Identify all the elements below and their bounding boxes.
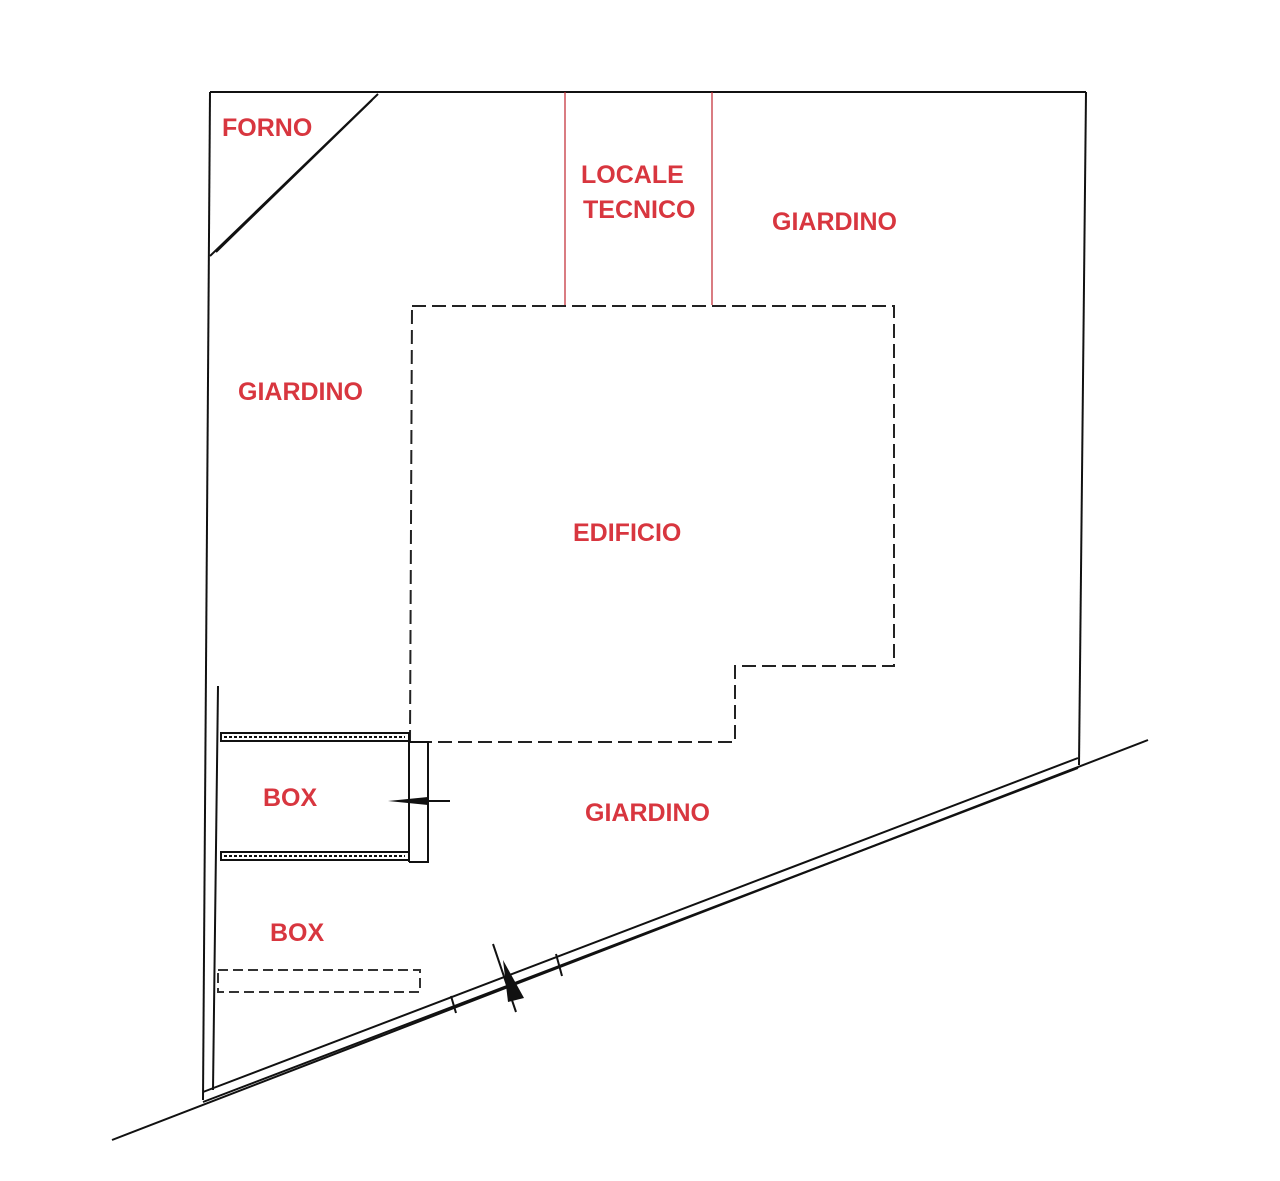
- street-line: [111, 739, 1149, 1141]
- label-box-2: BOX: [270, 919, 325, 947]
- label-forno: FORNO: [222, 114, 312, 142]
- box-structures: [217, 732, 450, 993]
- left-boundary-outer: [202, 91, 211, 1101]
- label-giardino-left: GIARDINO: [238, 378, 363, 406]
- bottom-boundary-inner-2: [202, 757, 1079, 1093]
- label-giardino-bottom: GIARDINO: [585, 799, 710, 827]
- gate-tick-left: [450, 995, 457, 1014]
- gate-tick-right: [555, 953, 563, 977]
- forno-area: [209, 93, 379, 257]
- left-boundary-inner: [212, 685, 219, 1091]
- gate-marks: [450, 943, 563, 1014]
- label-box-1: BOX: [263, 784, 318, 812]
- gate-arrow-icon: [503, 960, 524, 1002]
- box-wall-top: [220, 732, 410, 742]
- box-entry-arrow-icon: [388, 797, 428, 805]
- forno-diagonal-2: [215, 99, 373, 253]
- label-tecnico: TECNICO: [583, 196, 696, 224]
- lot-boundary: [111, 91, 1149, 1141]
- label-giardino-top-right: GIARDINO: [772, 208, 897, 236]
- box-lower-dashed: [217, 969, 421, 993]
- label-locale: LOCALE: [581, 161, 684, 189]
- locale-tecnico-area: [564, 92, 713, 305]
- right-boundary-line: [1078, 91, 1087, 766]
- label-edificio: EDIFICIO: [573, 519, 681, 547]
